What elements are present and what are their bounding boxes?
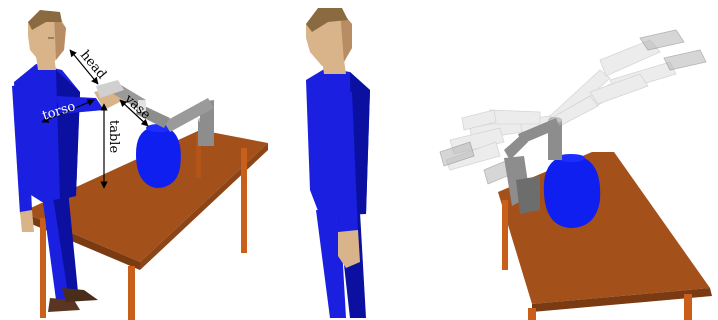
- vase-left: [136, 124, 181, 188]
- person-left: [12, 10, 124, 312]
- head-middle: [306, 8, 352, 66]
- vase-right: [544, 154, 600, 228]
- panel-left: head torso vase table: [12, 10, 268, 320]
- table-right: [498, 152, 712, 320]
- head-left: [28, 10, 66, 62]
- panel-middle: [306, 8, 370, 318]
- panel-right: [440, 30, 712, 320]
- label-table: table: [106, 120, 121, 153]
- table-top-right: [498, 152, 710, 304]
